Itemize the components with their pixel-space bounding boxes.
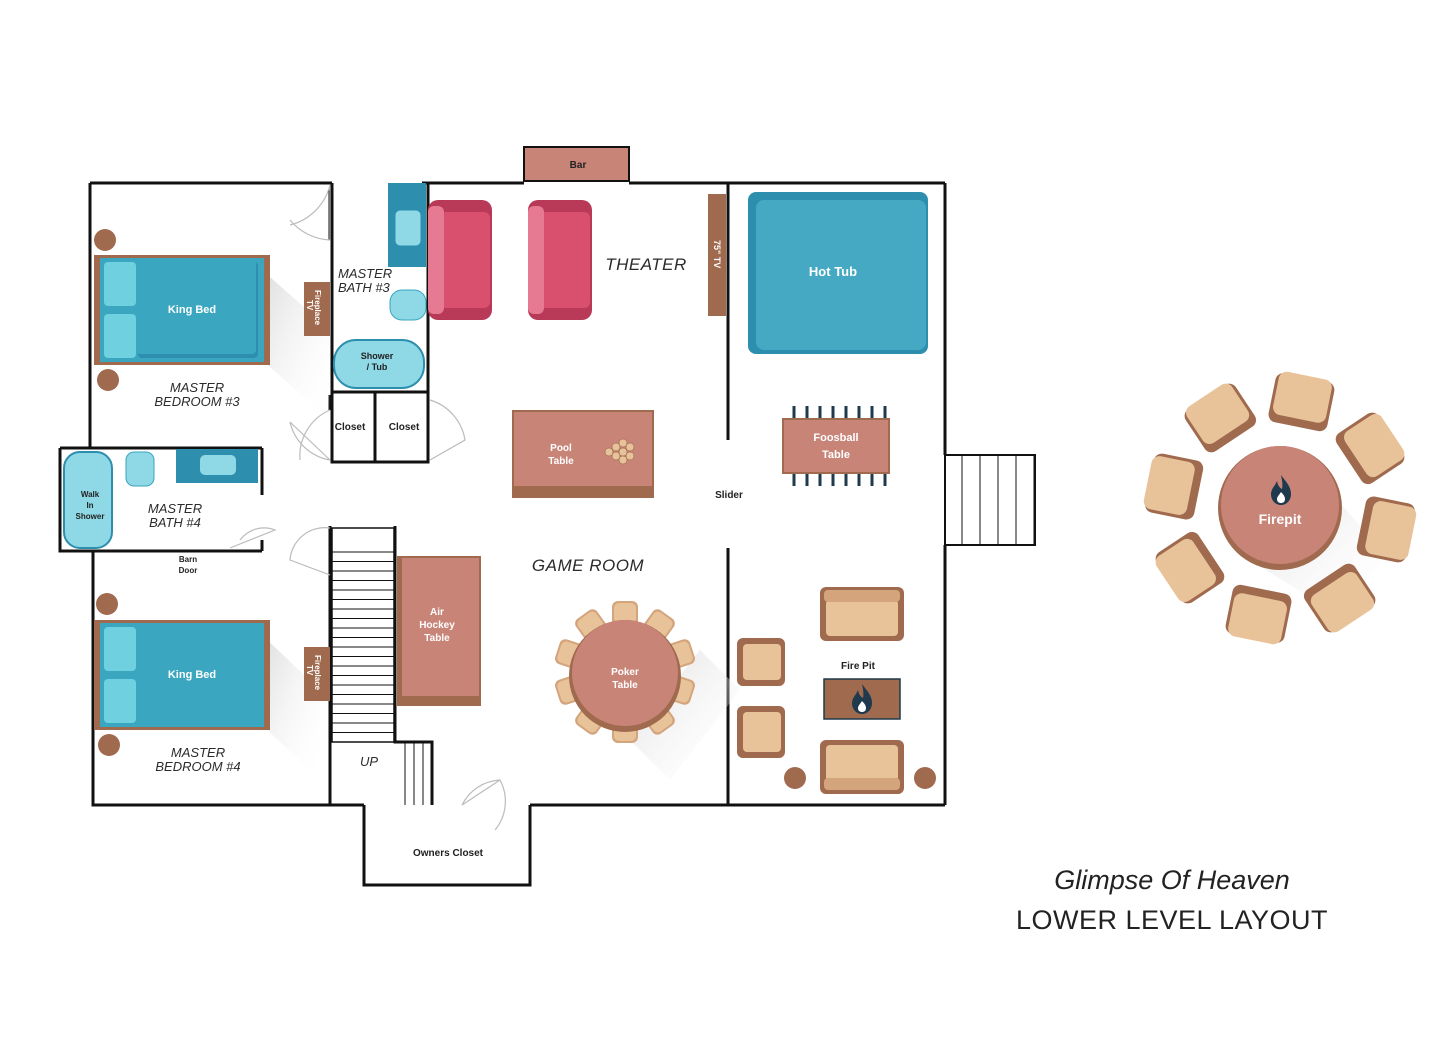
closets: Closet Closet xyxy=(335,422,420,433)
sofa-top xyxy=(820,587,904,641)
pool-table-line2: Table xyxy=(548,456,574,467)
up-label: UP xyxy=(360,754,378,769)
theater-label: THEATER xyxy=(605,255,687,274)
fire-pit-lounge: Fire Pit xyxy=(737,587,936,794)
title-name: Glimpse Of Heaven xyxy=(1054,865,1290,895)
bedroom-3-line2: BEDROOM #3 xyxy=(154,394,240,409)
poker-table: Poker Table xyxy=(555,601,740,780)
armchair-1 xyxy=(737,638,785,686)
outdoor-firepit: Firepit xyxy=(1143,371,1417,645)
bath-4-line2: BATH #4 xyxy=(149,515,201,530)
walls xyxy=(58,181,947,887)
poker-table-line2: Table xyxy=(612,680,638,691)
air-hockey-line2: Hockey xyxy=(419,620,455,631)
king-bed-4-label: King Bed xyxy=(168,669,216,681)
foosball-line2: Table xyxy=(822,449,850,461)
sofa-bottom xyxy=(820,740,904,794)
foosball-line1: Foosball xyxy=(813,432,858,444)
master-bath-4: Walk In Shower MASTER BATH #4 Barn Door xyxy=(63,449,258,575)
bath-3-line1: MASTER xyxy=(338,266,392,281)
fireplace-tv-4-line2: TV xyxy=(305,665,314,676)
stairs-icon xyxy=(331,527,433,805)
bath-3-line2: BATH #3 xyxy=(338,280,391,295)
barn-door-line2: Door xyxy=(179,566,198,575)
plan-title: Glimpse Of Heaven LOWER LEVEL LAYOUT xyxy=(1016,865,1328,935)
king-bed-3-label: King Bed xyxy=(168,304,216,316)
bedroom-4-line1: MASTER xyxy=(171,745,225,760)
firepit-label: Firepit xyxy=(1259,511,1302,527)
bath-4-line1: MASTER xyxy=(148,501,202,516)
walk-in-shower-line2: In xyxy=(86,501,93,510)
tv-75-label: 75" TV xyxy=(712,240,722,268)
slider-label: Slider xyxy=(715,490,743,501)
pool-table: Pool Table xyxy=(512,410,654,498)
master-bedroom-4: King Bed Fireplace TV MASTER BEDROOM #4 xyxy=(94,593,330,780)
bar-label: Bar xyxy=(570,160,587,171)
air-hockey-line1: Air xyxy=(430,607,444,618)
hot-tub: Hot Tub xyxy=(748,192,928,354)
walk-in-shower-line3: Shower xyxy=(76,512,105,521)
closet-1-label: Closet xyxy=(335,422,366,433)
bedroom-4-line2: BEDROOM #4 xyxy=(155,759,240,774)
air-hockey-line3: Table xyxy=(424,633,450,644)
game-room-label: GAME ROOM xyxy=(532,556,645,575)
shower-tub-line2: / Tub xyxy=(367,362,388,372)
theater-sofa-2 xyxy=(528,200,592,320)
shower-tub-line1: Shower xyxy=(361,351,394,361)
air-hockey-table: Air Hockey Table xyxy=(397,556,481,706)
master-bedroom-3: King Bed Fireplace TV MASTER BEDROOM #3 xyxy=(94,229,330,420)
poker-table-line1: Poker xyxy=(611,667,639,678)
bedroom-3-line1: MASTER xyxy=(170,380,224,395)
fireplace-tv-3-line2: TV xyxy=(305,300,314,311)
closet-2-label: Closet xyxy=(389,422,420,433)
pool-table-line1: Pool xyxy=(550,443,572,454)
owners-closet-label: Owners Closet xyxy=(413,848,484,859)
theater-sofa-1 xyxy=(428,200,492,320)
theater: THEATER 75" TV xyxy=(428,194,726,320)
fire-pit-label: Fire Pit xyxy=(841,661,876,672)
fireplace-tv-3-line1: Fireplace xyxy=(313,290,322,326)
hot-tub-label: Hot Tub xyxy=(809,264,857,279)
armchair-2 xyxy=(737,706,785,758)
title-subtitle: LOWER LEVEL LAYOUT xyxy=(1016,905,1328,935)
master-bath-3: Shower / Tub MASTER BATH #3 xyxy=(333,183,427,389)
fireplace-tv-4-line1: Fireplace xyxy=(313,655,322,691)
barn-door-line1: Barn xyxy=(179,555,197,564)
foosball-table: Foosball Table xyxy=(782,406,890,486)
walk-in-shower-line1: Walk xyxy=(81,490,100,499)
stairs-outside xyxy=(944,454,1036,546)
bar: Bar xyxy=(523,146,630,182)
